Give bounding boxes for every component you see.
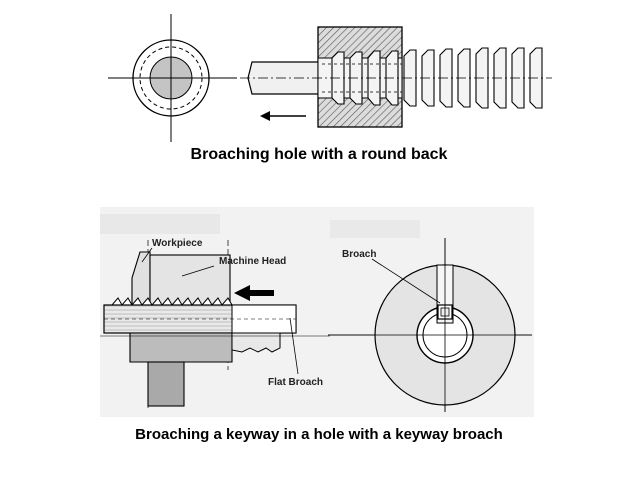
broach-label: Broach xyxy=(342,249,376,260)
machine-head xyxy=(149,254,231,306)
top-diagram xyxy=(108,14,552,142)
pull-direction-arrow xyxy=(260,111,306,121)
round-hole-end-view xyxy=(108,14,237,142)
bottom-diagram-caption: Broaching a keyway in a hole with a keyw… xyxy=(135,426,503,443)
keyway-side-view: Workpiece Machine Head Flat Broach xyxy=(100,238,330,410)
keyway-end-view: Broach xyxy=(328,238,532,412)
workpiece-label: Workpiece xyxy=(152,238,203,249)
machine-head-label: Machine Head xyxy=(219,256,286,267)
flat-broach-label: Flat Broach xyxy=(268,377,323,388)
holder-block xyxy=(129,332,281,407)
feed-direction-arrow xyxy=(234,285,274,301)
flat-broach xyxy=(103,304,297,334)
round-broach xyxy=(240,47,552,109)
bottom-diagram: Workpiece Machine Head Flat Broach Broac… xyxy=(100,207,534,417)
top-diagram-caption: Broaching hole with a round back xyxy=(190,146,448,163)
